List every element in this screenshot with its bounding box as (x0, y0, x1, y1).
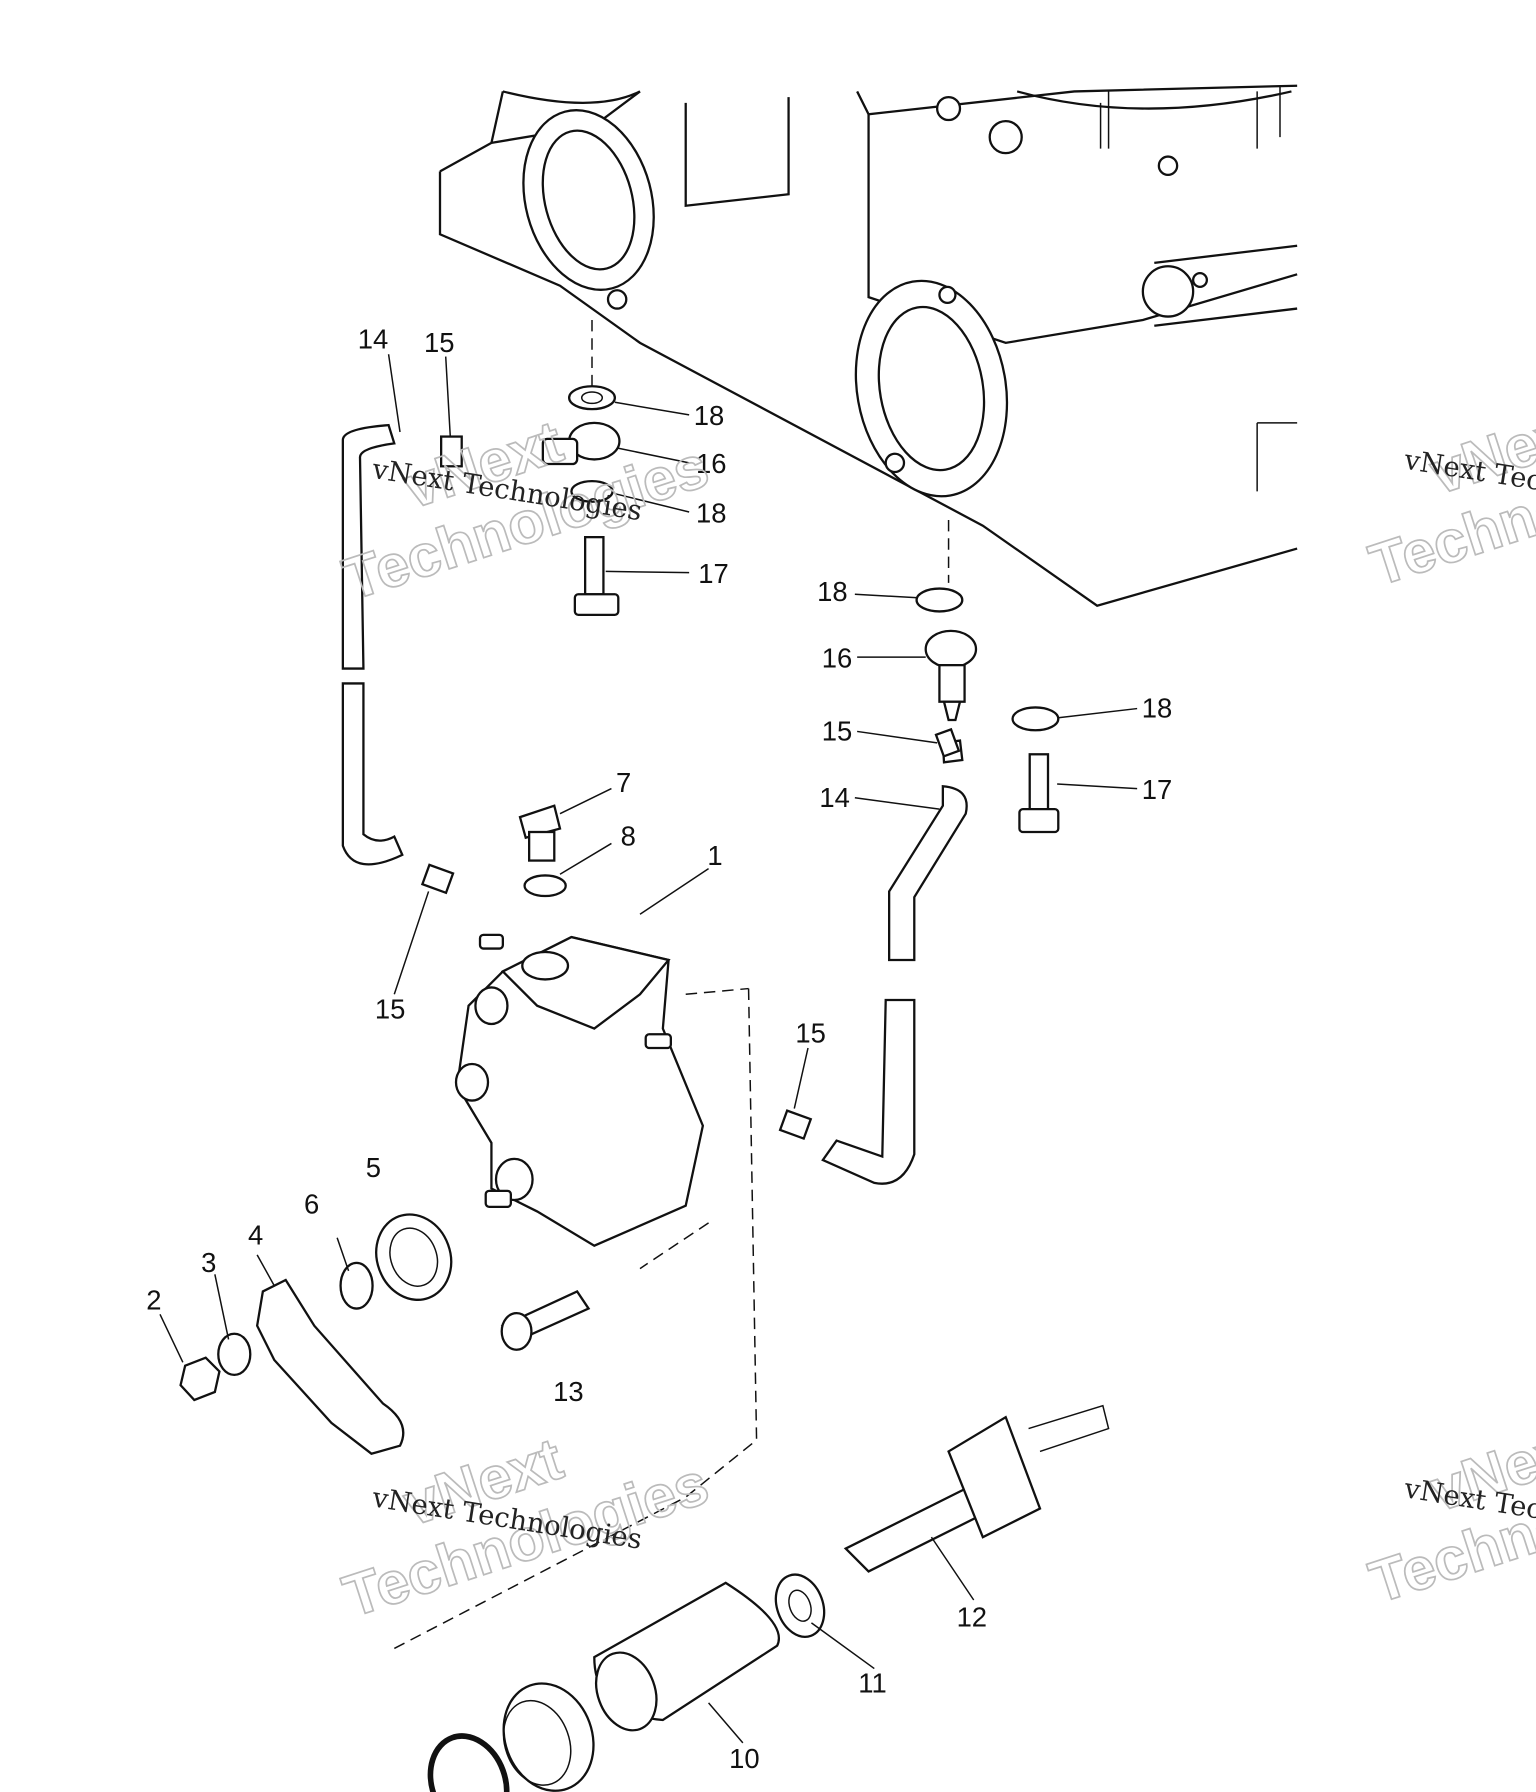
callout-label: 5 (366, 1152, 381, 1183)
callouts: 14 15 18 16 18 17 18 16 15 18 17 14 7 8 … (146, 324, 1172, 1774)
callout-label: 15 (795, 1017, 825, 1048)
callout-label: 7 (616, 767, 631, 798)
callout-label: 15 (822, 716, 852, 747)
callout-label: 2 (146, 1285, 161, 1316)
callout-label: 17 (1142, 774, 1172, 805)
callout-label: 14 (819, 782, 849, 813)
callout-label: 12 (957, 1601, 987, 1632)
callout-label: 15 (375, 993, 405, 1024)
engine-block (438, 84, 1298, 607)
callout-label: 8 (621, 821, 636, 852)
callout-label: 11 (858, 1668, 886, 1699)
callout-label: 1 (707, 840, 722, 871)
callout-label: 18 (817, 576, 847, 607)
callout-label: 10 (729, 1743, 759, 1774)
parts (179, 385, 1110, 1792)
callout-label: 16 (822, 642, 852, 673)
callout-label: 15 (424, 327, 454, 358)
callout-label: 13 (553, 1376, 583, 1407)
center-lines (388, 320, 950, 1653)
callout-label: 17 (698, 558, 728, 589)
callout-label: 18 (1142, 693, 1172, 724)
callout-label: 4 (248, 1220, 263, 1251)
callout-label: 6 (304, 1189, 319, 1220)
callout-label: 18 (696, 497, 726, 528)
callout-label: 18 (694, 400, 724, 431)
callout-label: 16 (696, 448, 726, 479)
callout-label: 3 (201, 1247, 216, 1278)
leader-lines (159, 354, 1138, 1744)
callout-label: 14 (358, 324, 388, 355)
